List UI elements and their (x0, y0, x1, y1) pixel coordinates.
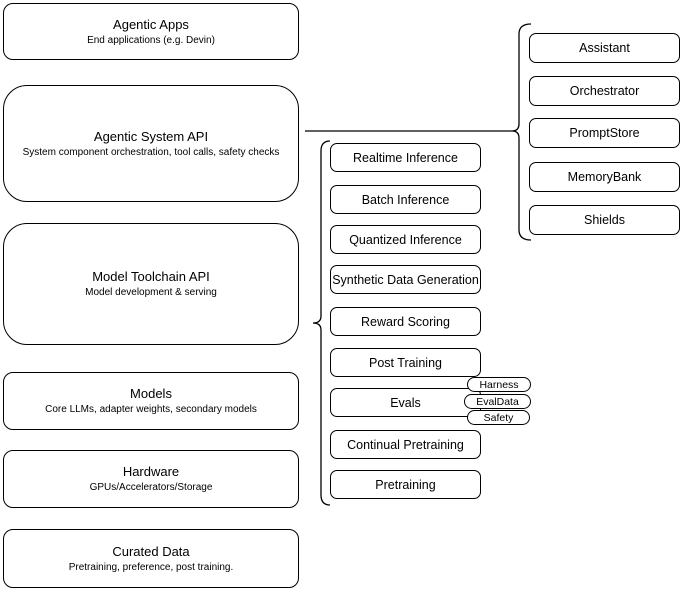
node-synthetic-data-generation: Synthetic Data Generation (330, 265, 481, 294)
node-label: Quantized Inference (349, 232, 462, 247)
node-post-training: Post Training (330, 348, 481, 377)
node-subtitle: Pretraining, preference, post training. (68, 561, 234, 573)
node-title: Model Toolchain API (92, 269, 210, 284)
node-title: Agentic Apps (113, 16, 189, 32)
tag-label: Harness (479, 378, 519, 391)
node-subtitle: System component orchestration, tool cal… (22, 146, 280, 158)
tag-label: EvalData (476, 395, 519, 408)
node-orchestrator: Orchestrator (529, 76, 680, 106)
node-batch-inference: Batch Inference (330, 185, 481, 214)
node-label: Shields (584, 213, 625, 227)
node-agentic-system-api: Agentic System API System component orch… (3, 85, 299, 202)
node-model-toolchain-api: Model Toolchain API Model development & … (3, 223, 299, 345)
tag-label: Safety (483, 411, 514, 424)
node-continual-pretraining: Continual Pretraining (330, 430, 481, 459)
node-shields: Shields (529, 205, 680, 235)
node-label: Synthetic Data Generation (332, 272, 479, 287)
node-promptstore: PromptStore (529, 118, 680, 148)
node-hardware: Hardware GPUs/Accelerators/Storage (3, 450, 299, 508)
node-label: Reward Scoring (361, 314, 450, 329)
node-title: Curated Data (112, 543, 190, 559)
node-quantized-inference: Quantized Inference (330, 225, 481, 254)
node-label: Assistant (579, 41, 630, 55)
node-subtitle: Model development & serving (85, 287, 217, 298)
node-subtitle: Core LLMs, adapter weights, secondary mo… (45, 404, 257, 415)
tag-safety: Safety (467, 410, 530, 425)
node-agentic-apps: Agentic Apps End applications (e.g. Devi… (3, 3, 299, 60)
node-label: Pretraining (375, 477, 436, 492)
node-label: PromptStore (569, 126, 640, 140)
node-label: Orchestrator (569, 84, 640, 98)
node-realtime-inference: Realtime Inference (330, 143, 481, 172)
system-group-brace (511, 23, 532, 241)
node-title: Hardware (122, 464, 180, 479)
node-subtitle: GPUs/Accelerators/Storage (89, 482, 213, 493)
tag-evaldata: EvalData (464, 394, 531, 409)
node-label: Evals (390, 395, 421, 410)
node-label: MemoryBank (567, 170, 642, 184)
node-curated-data: Curated Data Pretraining, preference, po… (3, 529, 299, 588)
node-label: Post Training (369, 355, 442, 370)
node-title: Agentic System API (93, 128, 209, 144)
node-label: Continual Pretraining (347, 437, 464, 452)
tag-harness: Harness (467, 377, 531, 392)
node-subtitle: End applications (e.g. Devin) (87, 34, 215, 46)
node-label: Batch Inference (361, 192, 450, 207)
node-label: Realtime Inference (353, 150, 458, 165)
node-assistant: Assistant (529, 33, 680, 63)
node-evals: Evals (330, 388, 481, 417)
node-reward-scoring: Reward Scoring (330, 307, 481, 336)
node-title: Models (130, 386, 172, 401)
toolchain-group-brace (312, 140, 331, 506)
node-models: Models Core LLMs, adapter weights, secon… (3, 372, 299, 430)
node-memorybank: MemoryBank (529, 162, 680, 192)
node-pretraining: Pretraining (330, 470, 481, 499)
